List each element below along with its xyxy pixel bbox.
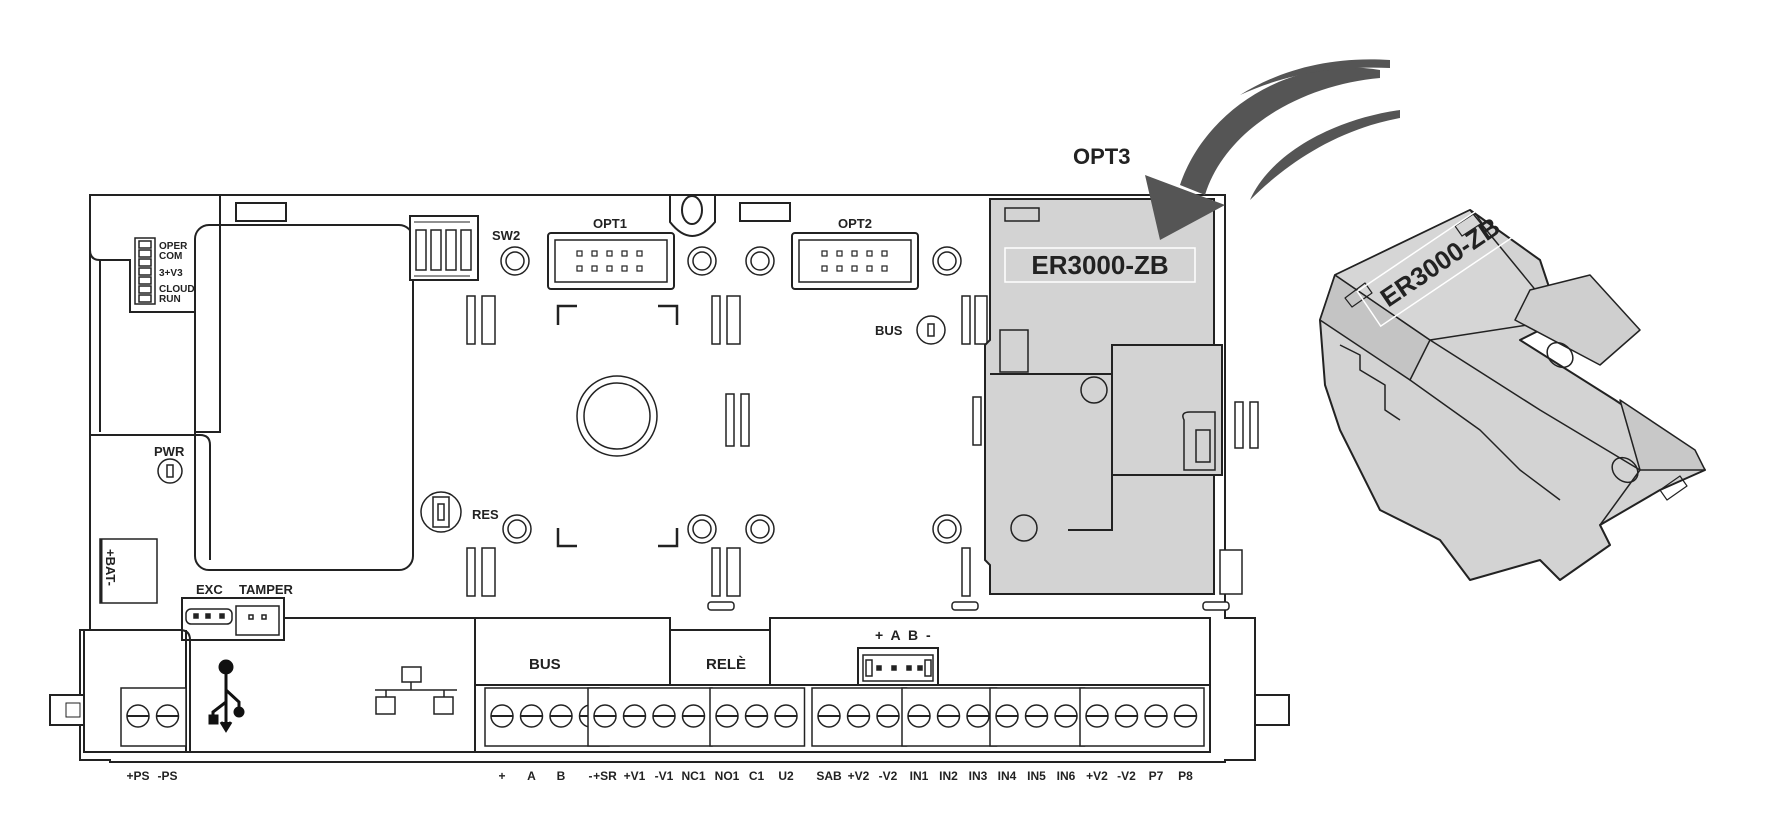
terminal-screw[interactable] [966,704,990,728]
opt1-connector[interactable] [547,232,675,290]
terminal-label: -PS [157,769,177,783]
dip-switch[interactable] [409,215,479,281]
opt3-slot-label: OPT3 [1073,144,1130,169]
status-leds [134,237,156,305]
pwr-led [157,458,183,484]
terminal-screw[interactable] [490,704,514,728]
usb-icon [208,659,245,733]
terminal-label: +PS [126,769,149,783]
terminal-label: IN2 [939,769,958,783]
terminal-screw[interactable] [549,704,573,728]
terminal-label: IN3 [969,769,988,783]
battery-label: +BAT- [103,549,118,586]
terminal-screw[interactable] [936,704,961,728]
reset-button[interactable] [420,491,462,533]
er3000-zb-module[interactable] [1319,209,1706,581]
led-label-3v3: 3+V3 [159,268,183,279]
terminal-label: +SR [593,769,617,783]
opt1-label: OPT1 [593,216,627,231]
led-label-com: COM [159,251,182,262]
terminal-screw[interactable] [744,704,769,728]
terminal-label: -V1 [655,769,674,783]
terminal-screw[interactable] [681,704,706,728]
terminal-screw[interactable] [1054,704,1078,728]
reset-label: RES [472,507,499,522]
terminal-screw[interactable] [995,704,1019,728]
terminal-label: NC1 [681,769,705,783]
bus-section-label: BUS [529,656,561,673]
installed-module-label-box [1004,247,1196,283]
relay-section-label: RELÈ [706,656,746,673]
exc-tamper-connector[interactable] [181,597,285,641]
terminal-screw[interactable] [1144,704,1168,728]
terminal-label: + [498,769,505,783]
terminal-blocks [120,687,1205,747]
terminal-screw[interactable] [1114,704,1139,728]
terminal-label: IN5 [1027,769,1046,783]
exc-label: EXC [196,582,223,597]
sw2-label: SW2 [492,228,520,243]
terminal-labels: +PS -PS + A B -+SR +V1 -V1 NC1 NO1 C1 U2 SAB +V2 -V2 IN… [126,769,1193,783]
insert-arrow-icon [1145,59,1400,240]
terminal-label: -V2 [1117,769,1136,783]
opt2-label: OPT2 [838,216,872,231]
module-label-box [1356,195,1523,328]
terminal-label: NO1 [715,769,740,783]
terminal-label: -V2 [879,769,898,783]
terminal-label: SAB [816,769,842,783]
terminal-label: IN4 [998,769,1017,783]
terminal-screw[interactable] [817,704,841,728]
terminal-label: C1 [749,769,765,783]
terminal-screw[interactable] [652,704,676,728]
terminal-label: B [557,769,566,783]
terminal-label: +V2 [1086,769,1108,783]
terminal-screw[interactable] [876,704,900,728]
terminal-screw[interactable] [622,704,647,728]
terminal-label: +V1 [624,769,646,783]
terminal-label: P7 [1149,769,1164,783]
installed-module [984,198,1259,595]
terminal-label: IN6 [1057,769,1076,783]
led-label-cloud: CLOUD [159,284,195,295]
terminal-screw[interactable] [126,704,150,728]
terminal-screw[interactable] [519,704,544,728]
terminal-label: - [589,769,593,783]
terminal-label: P8 [1178,769,1193,783]
battery-compartment [194,224,414,571]
bus-led-label: BUS [875,323,903,338]
network-icon [375,666,457,715]
bus-led [916,315,946,345]
terminal-screw[interactable] [715,704,739,728]
led-label-oper: OPER [159,241,188,252]
terminal-screw[interactable] [593,704,617,728]
terminal-screw[interactable] [1024,704,1049,728]
terminal-screw[interactable] [774,704,798,728]
mount-hole [500,246,962,544]
terminal-label: A [527,769,536,783]
led-label-run: RUN [159,294,181,305]
installed-module-label: ER3000-ZB [1031,250,1168,280]
alignment-marks [556,304,679,548]
pwr-led-label: PWR [154,444,185,459]
center-button[interactable] [576,375,658,457]
terminal-label: +V2 [848,769,870,783]
terminal-label: IN1 [910,769,929,783]
terminal-label: U2 [778,769,794,783]
rs485-connector[interactable] [857,647,939,686]
rs485-pin-label: + A B - [875,627,933,643]
terminal-screw[interactable] [1085,704,1109,728]
terminal-screw[interactable] [1173,704,1198,728]
tamper-label: TAMPER [239,582,294,597]
terminal-screw[interactable] [155,704,180,728]
terminal-screw[interactable] [907,704,931,728]
battery-connector [99,538,158,604]
opt2-connector[interactable] [791,232,919,290]
terminal-screw[interactable] [846,704,871,728]
card-guides [466,295,1230,611]
